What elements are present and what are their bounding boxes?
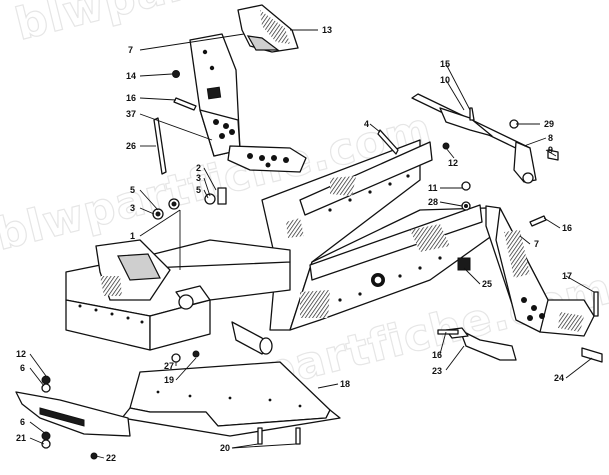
part-8-steering-shaft	[411, 93, 537, 184]
callout-3-center: 3	[196, 173, 201, 183]
callout-17: 17	[562, 271, 572, 281]
callout-9: 9	[548, 145, 553, 155]
callout-5-left: 5	[130, 185, 135, 195]
callout-2: 2	[196, 163, 201, 173]
callout-20: 20	[220, 443, 230, 453]
part-7-upright-upper	[189, 33, 241, 157]
callout-14: 14	[126, 71, 136, 81]
callout-11: 11	[428, 183, 438, 193]
callout-26: 26	[126, 141, 136, 151]
part-37-bracket-plate	[227, 145, 307, 173]
callout-25: 25	[482, 279, 492, 289]
callout-3-left: 3	[130, 203, 135, 213]
callout-4: 4	[364, 119, 369, 129]
callout-19: 19	[164, 375, 174, 385]
callout-28: 28	[428, 197, 438, 207]
callout-16-right: 16	[562, 223, 572, 233]
part-13-cover	[237, 4, 299, 53]
callout-16-upper: 16	[126, 93, 136, 103]
callout-22: 22	[106, 453, 116, 463]
callout-23: 23	[432, 366, 442, 376]
fasteners	[41, 70, 599, 460]
part-18-skid-plate	[121, 361, 341, 437]
callout-13: 13	[322, 25, 332, 35]
part-24-link	[581, 347, 603, 363]
callouts: 13 7 14 16 37 26 15 10 4 29 8 9 12 11 28…	[16, 25, 572, 463]
callout-5-center: 5	[196, 185, 201, 195]
leader-lines	[29, 29, 595, 459]
front-cross-box	[65, 239, 291, 355]
callout-10: 10	[440, 75, 450, 85]
callout-6-lower: 6	[20, 417, 25, 427]
callout-37: 37	[126, 109, 136, 119]
callout-27: 27	[164, 361, 174, 371]
callout-21: 21	[16, 433, 26, 443]
callout-1: 1	[130, 231, 135, 241]
callout-29: 29	[544, 119, 554, 129]
main-frame	[261, 139, 501, 331]
part-22-bumper-bar	[15, 391, 131, 437]
callout-7-right: 7	[534, 239, 539, 249]
svg-text:blwpartfiche.com: blwpartfiche.com	[10, 0, 457, 51]
callout-18: 18	[340, 379, 350, 389]
callout-12-right: 12	[448, 158, 458, 168]
callout-12-left: 12	[16, 349, 26, 359]
callout-6-upper: 6	[20, 363, 25, 373]
part-26-rod	[153, 117, 167, 175]
callout-8: 8	[548, 133, 553, 143]
callout-16-lower: 16	[432, 350, 442, 360]
callout-7-upper: 7	[128, 45, 133, 55]
callout-15: 15	[440, 59, 450, 69]
callout-24: 24	[554, 373, 564, 383]
part-7-upright-right	[457, 205, 595, 337]
